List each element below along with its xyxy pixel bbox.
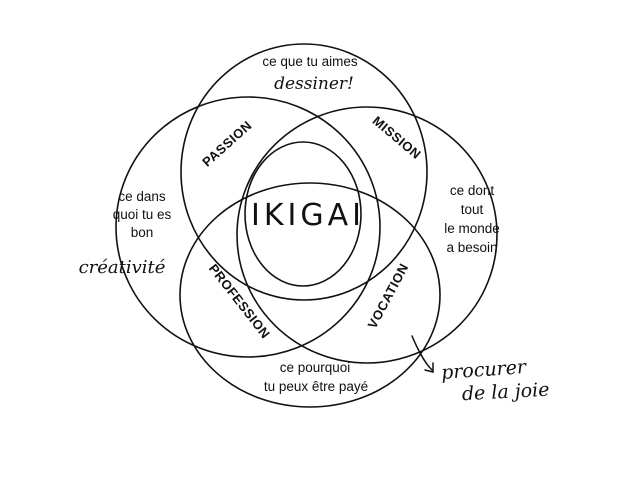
left-circle-line-3: bon: [131, 225, 154, 240]
label-profession: PROFESSION: [206, 261, 273, 341]
annotation-line-2: de la joie: [461, 379, 550, 406]
left-circle-line-2: quoi tu es: [113, 207, 172, 222]
circle-top: [180, 43, 428, 301]
left-circle-line-1: ce dans: [118, 189, 166, 204]
right-circle-line-3: le monde: [444, 221, 500, 236]
circle-bottom: [179, 182, 441, 408]
right-circle-line-1: ce dont: [450, 183, 495, 198]
right-circle-line-2: tout: [461, 202, 484, 217]
annotation-arrow: [411, 335, 434, 373]
circle-center: [244, 141, 362, 287]
circle-right: [236, 106, 498, 364]
right-circle-line-4: a besoin: [446, 240, 497, 255]
circle-left: [115, 96, 381, 358]
center-title: IKIGAI: [251, 198, 365, 233]
top-circle-handwritten: dessiner!: [274, 74, 354, 94]
bottom-circle-line-1: ce pourquoi: [280, 360, 351, 375]
left-circle-handwritten: créativité: [79, 257, 166, 278]
label-passion: PASSION: [199, 118, 254, 170]
top-circle-label: ce que tu aimes: [262, 54, 358, 69]
bottom-circle-line-2: tu peux être payé: [264, 379, 368, 394]
